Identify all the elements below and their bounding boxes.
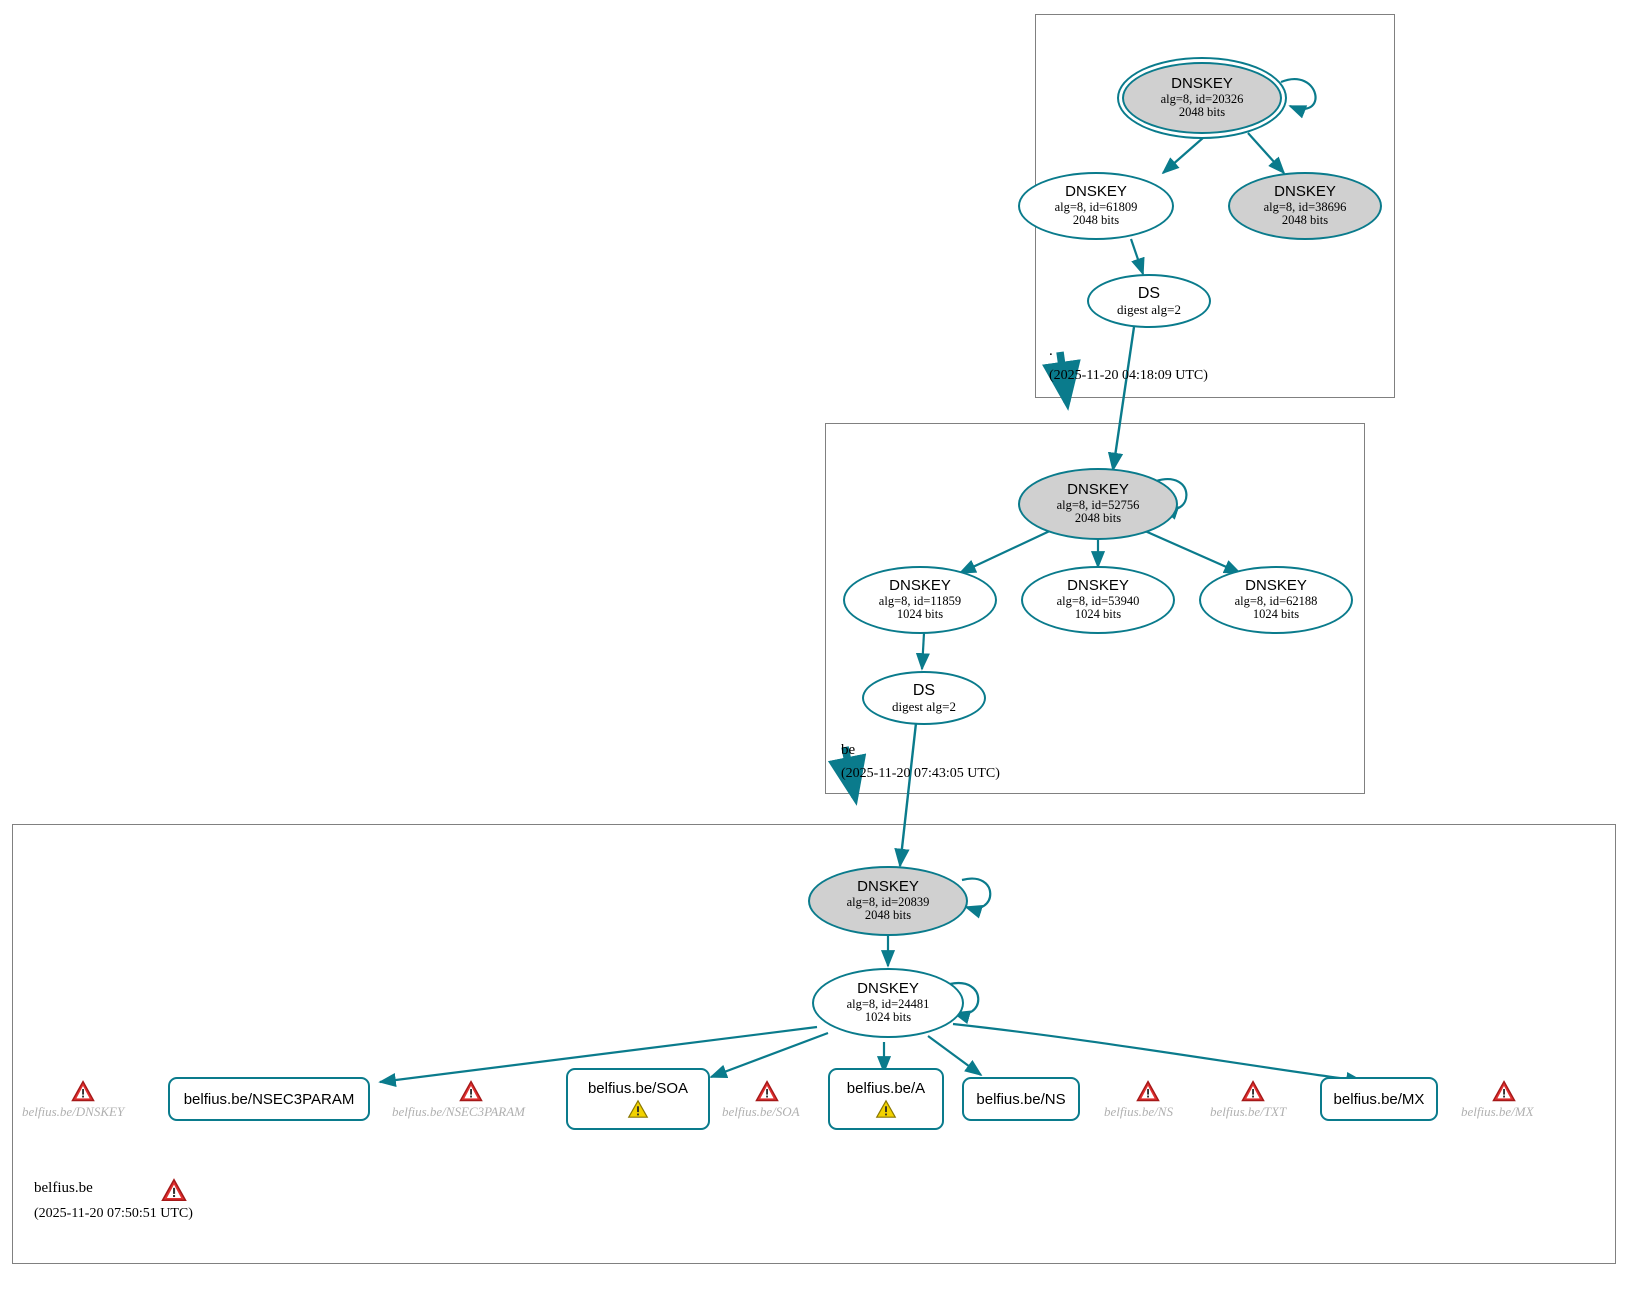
ghost-rrset-ns: belfius.be/NS [1104, 1104, 1173, 1119]
ghost-rrset-txt: belfius.be/TXT [1210, 1104, 1287, 1119]
error-triangle-icon-dnskey[interactable] [71, 1080, 95, 1102]
rrset-label: belfius.be/NS [976, 1090, 1066, 1108]
node-title: DNSKEY [889, 577, 951, 595]
node-subtitle: alg=8, id=61809 [1054, 199, 1138, 214]
error-triangle-icon-txt[interactable] [1241, 1080, 1265, 1102]
node-keysize: 2048 bits [864, 908, 912, 923]
zone-label-root: . [1049, 343, 1053, 359]
rrset-label: belfius.be/MX [1333, 1090, 1425, 1108]
error-triangle-icon-mx[interactable] [1492, 1080, 1516, 1102]
ghost-rrset-nsec3param: belfius.be/NSEC3PARAM [392, 1104, 525, 1119]
rrset-belfius-soa[interactable]: belfius.be/SOA [566, 1068, 710, 1130]
node-keysize: 2048 bits [1178, 105, 1226, 120]
node-subtitle: alg=8, id=52756 [1056, 497, 1140, 512]
ghost-rrset-dnskey: belfius.be/DNSKEY [22, 1104, 125, 1119]
node-dnskey-53940[interactable]: DNSKEY alg=8, id=53940 1024 bits [1021, 566, 1175, 634]
node-keysize: 1024 bits [896, 607, 944, 622]
node-keysize: 1024 bits [1074, 607, 1122, 622]
node-dnskey-61809[interactable]: DNSKEY alg=8, id=61809 2048 bits [1018, 172, 1174, 240]
rrset-belfius-mx[interactable]: belfius.be/MX [1320, 1077, 1438, 1121]
node-title: DNSKEY [1067, 577, 1129, 595]
warning-triangle-icon [875, 1099, 897, 1118]
rrset-label: belfius.be/SOA [587, 1079, 689, 1097]
rrset-label: belfius.be/NSEC3PARAM [183, 1090, 355, 1108]
node-keysize: 2048 bits [1074, 511, 1122, 526]
node-keysize: 2048 bits [1281, 213, 1329, 228]
node-ds-root-to-be[interactable]: DS digest alg=2 [1087, 274, 1211, 328]
node-dnskey-20326[interactable]: DNSKEY alg=8, id=20326 2048 bits [1122, 62, 1282, 134]
node-keysize: 1024 bits [1252, 607, 1300, 622]
warning-triangle-icon [627, 1099, 649, 1118]
zone-box-be [825, 423, 1365, 794]
node-ds-be-to-belfius[interactable]: DS digest alg=2 [862, 671, 986, 725]
node-subtitle: alg=8, id=11859 [878, 593, 962, 608]
node-subtitle: alg=8, id=62188 [1234, 593, 1318, 608]
ghost-rrset-soa: belfius.be/SOA [722, 1104, 800, 1119]
error-triangle-icon-soa[interactable] [755, 1080, 779, 1102]
rrset-label: belfius.be/A [846, 1079, 926, 1097]
error-triangle-icon-nsec3param[interactable] [459, 1080, 483, 1102]
node-title: DNSKEY [857, 878, 919, 896]
node-title: DNSKEY [1274, 183, 1336, 201]
rrset-belfius-a[interactable]: belfius.be/A [828, 1068, 944, 1130]
rrset-belfius-ns[interactable]: belfius.be/NS [962, 1077, 1080, 1121]
node-title: DNSKEY [1067, 481, 1129, 499]
error-triangle-icon-ns[interactable] [1136, 1080, 1160, 1102]
zone-box-belfius [12, 824, 1616, 1264]
rrset-belfius-nsec3param[interactable]: belfius.be/NSEC3PARAM [168, 1077, 370, 1121]
node-subtitle: alg=8, id=38696 [1263, 199, 1347, 214]
node-keysize: 2048 bits [1072, 213, 1120, 228]
node-subtitle: alg=8, id=24481 [846, 996, 930, 1011]
ghost-rrset-mx: belfius.be/MX [1461, 1104, 1534, 1119]
node-title: DNSKEY [1065, 183, 1127, 201]
node-dnskey-24481[interactable]: DNSKEY alg=8, id=24481 1024 bits [812, 968, 964, 1038]
node-subtitle: alg=8, id=53940 [1056, 593, 1140, 608]
zone-timestamp-belfius: (2025-11-20 07:50:51 UTC) [34, 1206, 193, 1221]
node-title: DS [1137, 285, 1161, 303]
node-subtitle: digest alg=2 [891, 698, 957, 714]
node-dnskey-20839[interactable]: DNSKEY alg=8, id=20839 2048 bits [808, 866, 968, 936]
zone-label-belfius: belfius.be [34, 1180, 93, 1196]
error-triangle-icon-zone-belfius[interactable] [161, 1178, 187, 1202]
node-dnskey-62188[interactable]: DNSKEY alg=8, id=62188 1024 bits [1199, 566, 1353, 634]
zone-timestamp-be: (2025-11-20 07:43:05 UTC) [841, 766, 1000, 781]
node-title: DNSKEY [1245, 577, 1307, 595]
node-subtitle: alg=8, id=20326 [1160, 91, 1244, 106]
node-keysize: 1024 bits [864, 1010, 912, 1025]
zone-timestamp-root: (2025-11-20 04:18:09 UTC) [1049, 368, 1208, 383]
node-title: DNSKEY [1171, 75, 1233, 93]
node-dnskey-38696[interactable]: DNSKEY alg=8, id=38696 2048 bits [1228, 172, 1382, 240]
zone-label-be: be [841, 742, 856, 758]
node-subtitle: digest alg=2 [1116, 301, 1182, 317]
node-dnskey-11859[interactable]: DNSKEY alg=8, id=11859 1024 bits [843, 566, 997, 634]
node-title: DNSKEY [857, 980, 919, 998]
node-subtitle: alg=8, id=20839 [846, 894, 930, 909]
node-dnskey-52756[interactable]: DNSKEY alg=8, id=52756 2048 bits [1018, 468, 1178, 540]
node-title: DS [912, 682, 936, 700]
